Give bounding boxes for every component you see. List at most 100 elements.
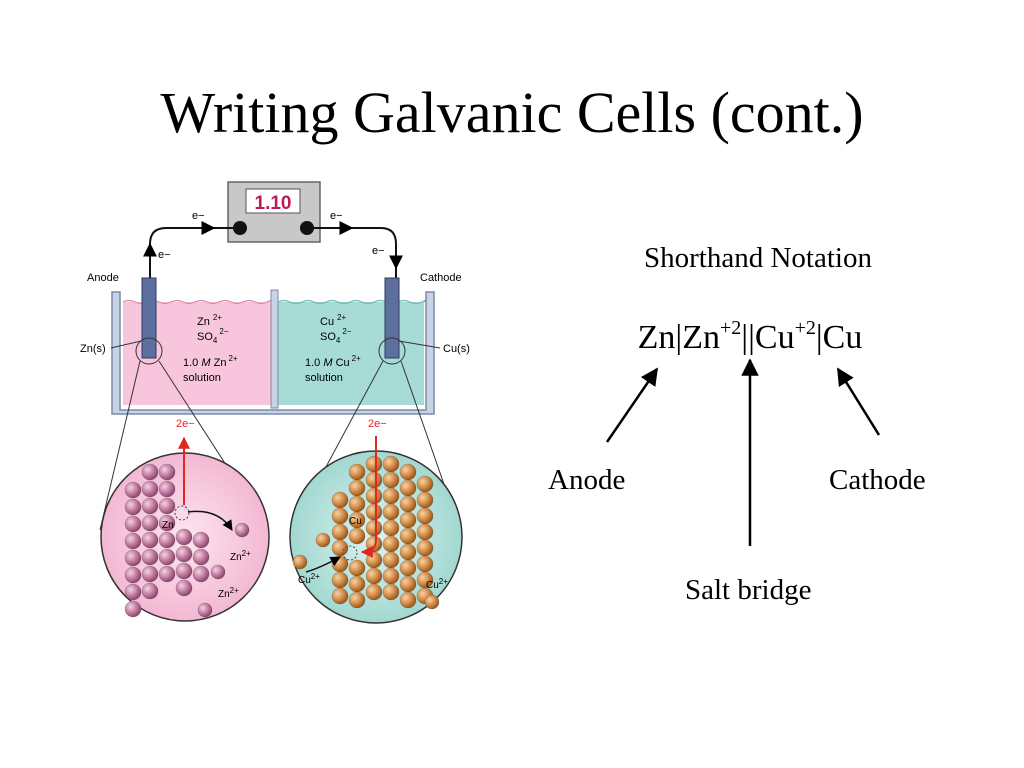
- notation-part: ||Cu: [741, 319, 795, 356]
- cu-atom: [416, 475, 434, 493]
- ion-charge: 2−: [342, 327, 351, 336]
- cu-solution-surface: [277, 299, 427, 305]
- zn-electrode-label: Zn(s): [80, 343, 106, 355]
- electron-label: e−: [158, 249, 171, 261]
- beaker-wall: [111, 291, 435, 415]
- cu-electron-flow-arrow: [360, 436, 377, 558]
- svg-text:1.0 M Zn2+: 1.0 M Zn2+: [183, 354, 238, 369]
- svg-text:Cu2+: Cu2+: [320, 313, 347, 328]
- svg-text:Cu2+: Cu2+: [298, 572, 320, 586]
- zn-atom: [192, 531, 210, 549]
- cu-atom: [399, 511, 417, 529]
- zn-atom: [158, 514, 176, 532]
- cu-atom: [331, 555, 349, 573]
- zn-atom: [141, 565, 159, 583]
- zn-ion-label: Zn: [230, 552, 242, 563]
- cu-atom: [416, 491, 434, 509]
- cathode-pointer-arrow: [836, 367, 881, 436]
- ion-charge: 2+: [337, 313, 346, 322]
- cathode-label: Cathode: [420, 272, 462, 284]
- ion-charge: 2+: [213, 313, 222, 322]
- zn-label-leader: [110, 340, 142, 349]
- notation-anode-label: Anode: [548, 464, 626, 496]
- zn-atom: [124, 600, 142, 618]
- cu-ion-label: Cu: [426, 580, 439, 591]
- cell-notation: Zn|Zn+2||Cu+2|Cu: [580, 316, 920, 360]
- cu-atom: [365, 535, 383, 553]
- zn-atom: [175, 579, 193, 597]
- copper-electrode: [384, 277, 400, 359]
- cu-atom: [399, 479, 417, 497]
- ion-symbol: SO: [197, 331, 213, 343]
- cu-atom: [348, 479, 366, 497]
- zn-atom: [175, 528, 193, 546]
- zoom-electrons-label: 2e−: [368, 418, 387, 430]
- voltmeter-reading: 1.10: [255, 193, 292, 214]
- notation-cathode-label: Cathode: [829, 464, 926, 496]
- zn-ion-charge: 2+: [230, 586, 239, 595]
- cu-deposition-site: [342, 545, 358, 561]
- ion-subscript: 4: [213, 336, 218, 345]
- svg-text:Zn2+: Zn2+: [230, 549, 251, 563]
- zn-ion: [234, 522, 250, 538]
- electron-label: e−: [330, 210, 343, 222]
- cu-atom: [382, 487, 400, 505]
- zn-ion: [210, 564, 226, 580]
- cu-atom: [348, 575, 366, 593]
- cu-atom: [365, 503, 383, 521]
- cu-atom: [348, 591, 366, 609]
- zn-atom: [124, 481, 142, 499]
- cu-atom: [382, 567, 400, 585]
- wire-right: [307, 227, 397, 278]
- solution-word: solution: [183, 372, 221, 384]
- zn-atom: [124, 549, 142, 567]
- zn-atom: [158, 548, 176, 566]
- cu-atom: [382, 583, 400, 601]
- svg-text:SO42−: SO42−: [197, 327, 229, 345]
- zn-atom-vacancy: [174, 505, 190, 521]
- notation-charge: +2: [794, 317, 816, 339]
- zn-atom: [124, 583, 142, 601]
- notation-salt-bridge-label: Salt bridge: [685, 574, 812, 606]
- zn-atom: [158, 463, 176, 481]
- cu-atom: [331, 539, 349, 557]
- anode-pointer-arrow: [605, 367, 659, 443]
- cu-atom: [399, 543, 417, 561]
- porous-divider: [270, 289, 279, 409]
- anode-label: Anode: [87, 272, 119, 284]
- cu-atom: [382, 535, 400, 553]
- ion-symbol: Zn: [197, 316, 210, 328]
- cu-atom: [331, 491, 349, 509]
- zn-atom: [175, 562, 193, 580]
- zn-ion-charge: 2+: [242, 549, 251, 558]
- zn-atom: [124, 532, 142, 550]
- cu-atom: [382, 503, 400, 521]
- cu-atom: [399, 575, 417, 593]
- zn-atom: [158, 480, 176, 498]
- zn-atom-label: Zn: [162, 520, 174, 531]
- cu-atom: [331, 507, 349, 525]
- cu-electrode-label: Cu(s): [443, 343, 470, 355]
- concentration-unit: M: [201, 357, 211, 369]
- cu-atom: [348, 495, 366, 513]
- zn-atom: [141, 531, 159, 549]
- cu-solution: [278, 302, 424, 405]
- cu-atom: [365, 567, 383, 585]
- svg-text:Zn2+: Zn2+: [197, 313, 222, 328]
- slide-title: Writing Galvanic Cells (cont.): [160, 80, 864, 145]
- concentration-value: 1.0: [305, 357, 320, 369]
- cu-atom: [348, 527, 366, 545]
- zn-ion: [197, 602, 213, 618]
- cu-ion: [424, 594, 440, 610]
- cu-atom: [416, 523, 434, 541]
- ion-symbol: SO: [320, 331, 336, 343]
- concentration-unit: M: [323, 357, 333, 369]
- notation-charge: +2: [720, 317, 742, 339]
- cu-atom-label: Cu: [349, 516, 362, 527]
- cu-ion: [292, 554, 308, 570]
- ion-charge: 2−: [219, 327, 228, 336]
- electron-label: e−: [192, 210, 205, 222]
- cu-ion-charge: 2+: [439, 577, 448, 586]
